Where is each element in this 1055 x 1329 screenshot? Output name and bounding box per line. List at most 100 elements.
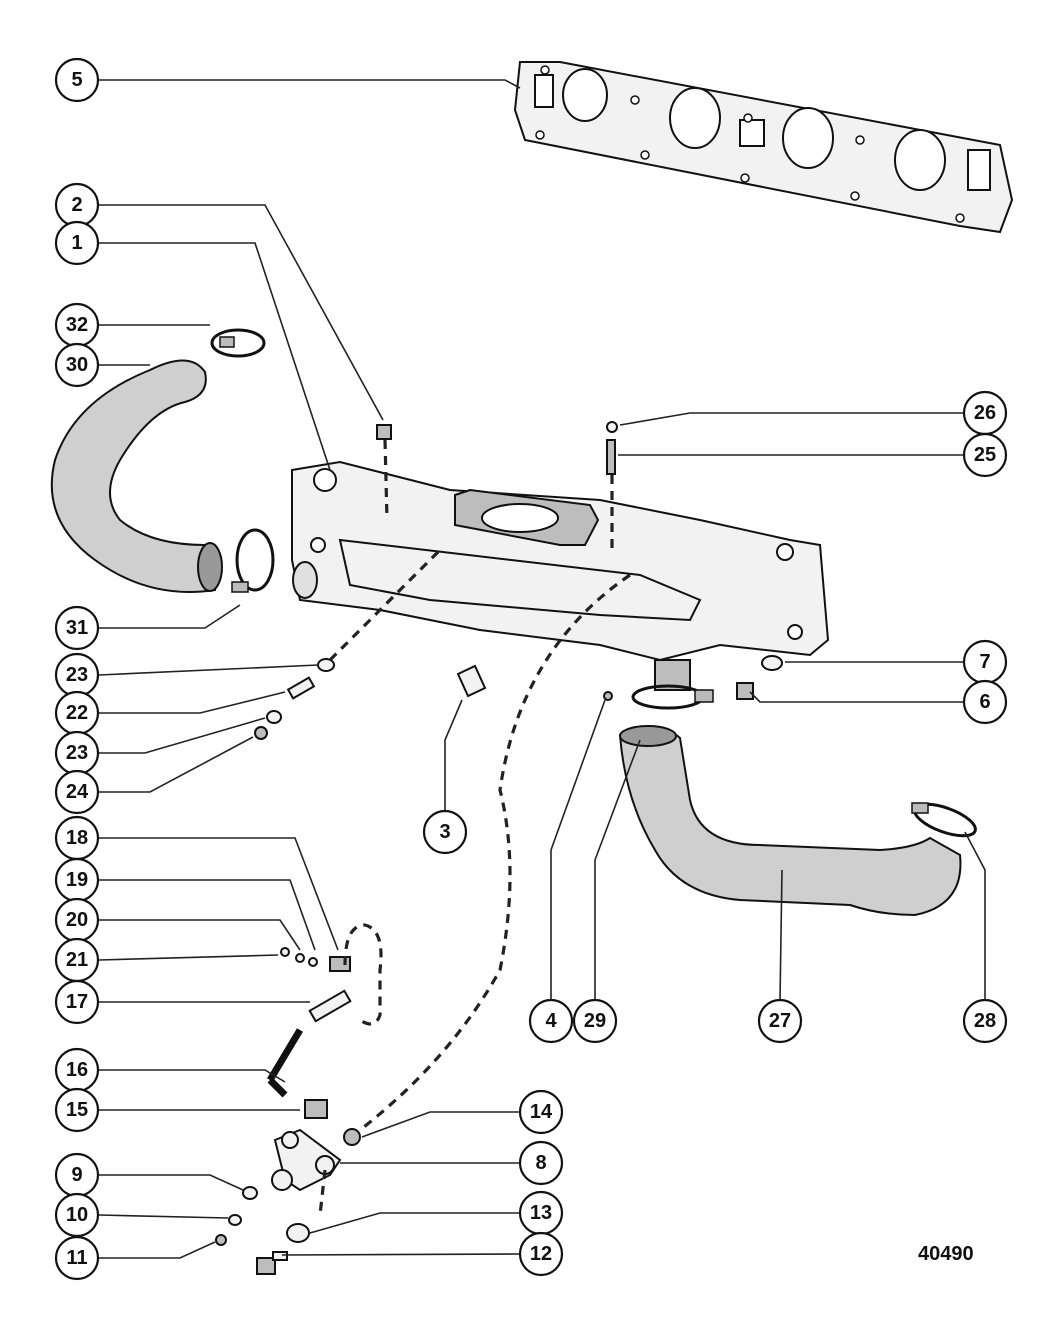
callout-29-label: 29 [584, 1010, 606, 1032]
clamp-31-part [231, 528, 275, 593]
callout-23b: 23 [54, 730, 100, 776]
callout-32: 32 [54, 302, 100, 348]
callout-30: 30 [54, 342, 100, 388]
fitting-18-21-part [280, 947, 351, 972]
callout-2: 2 [54, 182, 100, 228]
callout-22: 22 [54, 690, 100, 736]
gasket-part [513, 61, 1014, 234]
callout-27: 27 [757, 998, 803, 1044]
callout-11: 11 [54, 1235, 100, 1281]
callout-19-label: 19 [66, 869, 88, 891]
fitting-3-part [456, 664, 487, 698]
washer-23b-part [266, 710, 282, 724]
callout-23a-label: 23 [66, 664, 88, 686]
callout-25-label: 25 [974, 444, 996, 466]
valve-8-part [271, 1128, 342, 1192]
callout-22-label: 22 [66, 702, 88, 724]
hose-27-part [618, 725, 962, 917]
clamp-28-part [911, 802, 977, 838]
hose-30-part [50, 359, 223, 593]
callout-12: 12 [518, 1231, 564, 1277]
callout-17: 17 [54, 979, 100, 1025]
callout-26-label: 26 [974, 402, 996, 424]
callout-23a: 23 [54, 652, 100, 698]
callout-26: 26 [962, 390, 1008, 436]
callout-7-label: 7 [979, 651, 990, 673]
dash-line-2 [383, 439, 389, 521]
callout-13-label: 13 [530, 1202, 552, 1224]
washer-9-10-11-part [215, 1186, 258, 1246]
tube-17-part [308, 989, 352, 1023]
callout-4: 4 [528, 998, 574, 1044]
fitting-22-part [286, 676, 316, 700]
callout-2-label: 2 [71, 194, 82, 216]
callout-8: 8 [518, 1140, 564, 1186]
callout-23b-label: 23 [66, 742, 88, 764]
bolt-12-part [256, 1251, 288, 1275]
callout-27-label: 27 [769, 1010, 791, 1032]
callout-12-label: 12 [530, 1243, 552, 1265]
callout-1-label: 1 [71, 232, 82, 254]
callout-6: 6 [962, 679, 1008, 725]
callout-9-label: 9 [71, 1164, 82, 1186]
callout-3-label: 3 [439, 821, 450, 843]
callout-24-label: 24 [66, 781, 89, 803]
washer-13-part [286, 1223, 310, 1243]
washer-7-part [761, 655, 783, 671]
callout-19: 19 [54, 857, 100, 903]
callout-5: 5 [54, 57, 100, 103]
callout-6-label: 6 [979, 691, 990, 713]
fitting-15-part [304, 1099, 328, 1119]
callout-20-label: 20 [66, 909, 88, 931]
callout-21: 21 [54, 937, 100, 983]
callout-16: 16 [54, 1047, 100, 1093]
washer-23a-part [317, 658, 335, 672]
callout-14: 14 [518, 1089, 564, 1135]
callout-16-label: 16 [66, 1059, 88, 1081]
dash-line-8 [318, 1169, 327, 1216]
clamp-29-part [631, 684, 714, 710]
dash-line-18 [343, 923, 383, 1026]
plug-2-part [376, 424, 392, 440]
callout-31-label: 31 [66, 617, 88, 639]
callout-32-label: 32 [66, 314, 88, 336]
callout-13: 13 [518, 1190, 564, 1236]
callout-7: 7 [962, 639, 1008, 685]
nut-24-part [254, 726, 268, 740]
callout-24: 24 [54, 769, 100, 815]
clamp-32-part [210, 328, 266, 358]
fitting-14-part [343, 1128, 361, 1146]
callout-31: 31 [54, 605, 100, 651]
callout-21-label: 21 [66, 949, 88, 971]
callout-11-label: 11 [66, 1247, 87, 1269]
leader-lines [98, 79, 986, 1259]
fitting-4-part [603, 691, 613, 701]
callout-17-label: 17 [66, 991, 88, 1013]
callout-28-label: 28 [974, 1010, 996, 1032]
bolt-6-part [736, 682, 754, 700]
callout-1: 1 [54, 220, 100, 266]
dash-line-main [359, 573, 631, 1132]
callout-25: 25 [962, 432, 1008, 478]
manifold-part [291, 460, 830, 691]
callout-15-label: 15 [66, 1099, 88, 1121]
callout-3: 3 [422, 809, 468, 855]
callout-29: 29 [572, 998, 618, 1044]
callout-14-label: 14 [530, 1101, 553, 1123]
callout-4-label: 4 [545, 1010, 557, 1032]
callout-9: 9 [54, 1152, 100, 1198]
callout-18-label: 18 [66, 827, 88, 849]
callout-20: 20 [54, 897, 100, 943]
callout-5-label: 5 [71, 69, 82, 91]
figure-number: 40490 [918, 1243, 974, 1265]
callout-15: 15 [54, 1087, 100, 1133]
stud-25-part [606, 439, 616, 475]
callout-8-label: 8 [535, 1152, 546, 1174]
callout-10-label: 10 [66, 1204, 88, 1226]
nut-26-part [606, 421, 618, 433]
callout-30-label: 30 [66, 354, 88, 376]
callout-10: 10 [54, 1192, 100, 1238]
dash-line-23 [328, 548, 442, 662]
callout-28: 28 [962, 998, 1008, 1044]
